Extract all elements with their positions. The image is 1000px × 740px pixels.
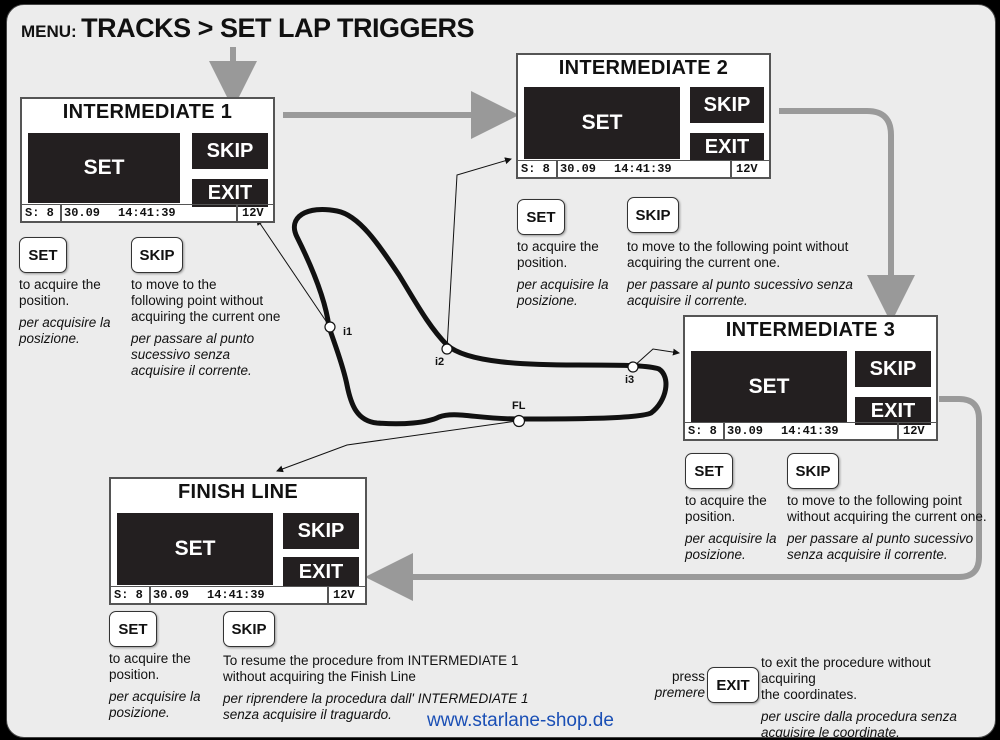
label-i3: i3 (625, 374, 634, 386)
screen-title: FINISH LINE (178, 481, 298, 503)
track-point-fl (512, 414, 526, 428)
diagram-canvas: MENU: TRACKS > SET LAP TRIGGERS i1 (6, 4, 996, 738)
pointer-fl (276, 420, 518, 473)
skip-description-finish: To resume the procedure from INTERMEDIAT… (223, 653, 529, 722)
exit-button[interactable]: EXIT (283, 557, 359, 587)
skip-button[interactable]: SKIP (192, 133, 268, 169)
screen-intermediate-3: INTERMEDIATE 3 SET SKIP EXIT S: 8 30.09 … (683, 315, 938, 441)
voltage: 12V (242, 206, 264, 220)
date: 30.09 (153, 588, 190, 602)
skip-key-int3: SKIP (787, 453, 839, 489)
time: 14:41:39 (614, 162, 672, 176)
set-key-finish: SET (109, 611, 157, 647)
label-i1: i1 (343, 326, 352, 338)
time: 14:41:39 (118, 206, 176, 220)
screen-intermediate-2: INTERMEDIATE 2 SET SKIP EXIT S: 8 30.09 … (516, 53, 771, 179)
exit-button[interactable]: EXIT (192, 179, 268, 207)
time: 14:41:39 (781, 424, 839, 438)
skip-button[interactable]: SKIP (855, 351, 931, 387)
screen-title: INTERMEDIATE 3 (725, 319, 896, 341)
exit-key: EXIT (707, 667, 759, 703)
skip-button[interactable]: SKIP (283, 513, 359, 549)
skip-description-int1: to move to the following point without a… (131, 277, 281, 378)
satellite-count: S: 8 (521, 162, 550, 176)
satellite-count: S: 8 (25, 206, 54, 220)
track-outline (292, 207, 669, 427)
screen-finish-line: FINISH LINE SET SKIP EXIT S: 8 30.09 14:… (109, 477, 367, 605)
set-description-int2: to acquire the position. per acquisire l… (517, 239, 609, 308)
status-bar: S: 8 30.09 14:41:39 12V (518, 160, 769, 177)
set-key-int3: SET (685, 453, 733, 489)
satellite-count: S: 8 (114, 588, 143, 602)
set-description-int1: to acquire the position. per acquisire l… (19, 277, 111, 346)
date: 30.09 (64, 206, 101, 220)
menu-path: TRACKS > SET LAP TRIGGERS (81, 13, 474, 43)
set-description-int3: to acquire the position. per acquisire l… (685, 493, 777, 562)
pointer-i1 (256, 218, 331, 328)
pointer-i3 (632, 348, 680, 368)
skip-button[interactable]: SKIP (690, 87, 764, 123)
set-button[interactable]: SET (117, 513, 273, 585)
skip-key-int1: SKIP (131, 237, 183, 273)
screen-title: INTERMEDIATE 2 (558, 57, 729, 79)
date: 30.09 (560, 162, 597, 176)
track-point-i2 (441, 343, 453, 355)
set-key-int2: SET (517, 199, 565, 235)
set-button[interactable]: SET (691, 351, 847, 423)
page-title: MENU: TRACKS > SET LAP TRIGGERS (21, 13, 474, 44)
pointer-i2 (446, 157, 512, 350)
voltage: 12V (736, 162, 758, 176)
label-i2: i2 (435, 356, 444, 368)
watermark: www.starlane-shop.de (427, 710, 614, 731)
exit-button[interactable]: EXIT (855, 397, 931, 425)
status-bar: S: 8 30.09 14:41:39 12V (22, 204, 273, 221)
menu-label: MENU: (21, 22, 77, 41)
exit-press-label: press premere (654, 669, 705, 700)
set-button[interactable]: SET (28, 133, 180, 203)
voltage: 12V (333, 588, 355, 602)
exit-button[interactable]: EXIT (690, 133, 764, 161)
skip-key-finish: SKIP (223, 611, 275, 647)
screen-intermediate-1: INTERMEDIATE 1 SET SKIP EXIT S: 8 30.09 … (20, 97, 275, 223)
time: 14:41:39 (207, 588, 265, 602)
status-bar: S: 8 30.09 14:41:39 12V (111, 586, 365, 603)
satellite-count: S: 8 (688, 424, 717, 438)
set-key-int1: SET (19, 237, 67, 273)
date: 30.09 (727, 424, 764, 438)
skip-description-int2: to move to the following point without a… (627, 239, 853, 308)
status-bar: S: 8 30.09 14:41:39 12V (685, 422, 936, 439)
flow-arrow-int2-to-int3 (779, 108, 915, 323)
flow-arrow-int3-to-finish (365, 396, 982, 601)
connectors-and-track: i1 i2 i3 FL (209, 47, 982, 601)
label-fl: FL (512, 400, 526, 412)
exit-description: to exit the procedure without acquiring … (761, 655, 957, 738)
screen-title: INTERMEDIATE 1 (62, 101, 233, 123)
skip-description-int3: to move to the following point without a… (787, 493, 987, 562)
track-point-i3 (627, 361, 639, 373)
skip-key-int2: SKIP (627, 197, 679, 233)
track-point-i1 (324, 321, 336, 333)
set-button[interactable]: SET (524, 87, 680, 159)
voltage: 12V (903, 424, 925, 438)
set-description-finish: to acquire the position. per acquisire l… (109, 651, 201, 720)
